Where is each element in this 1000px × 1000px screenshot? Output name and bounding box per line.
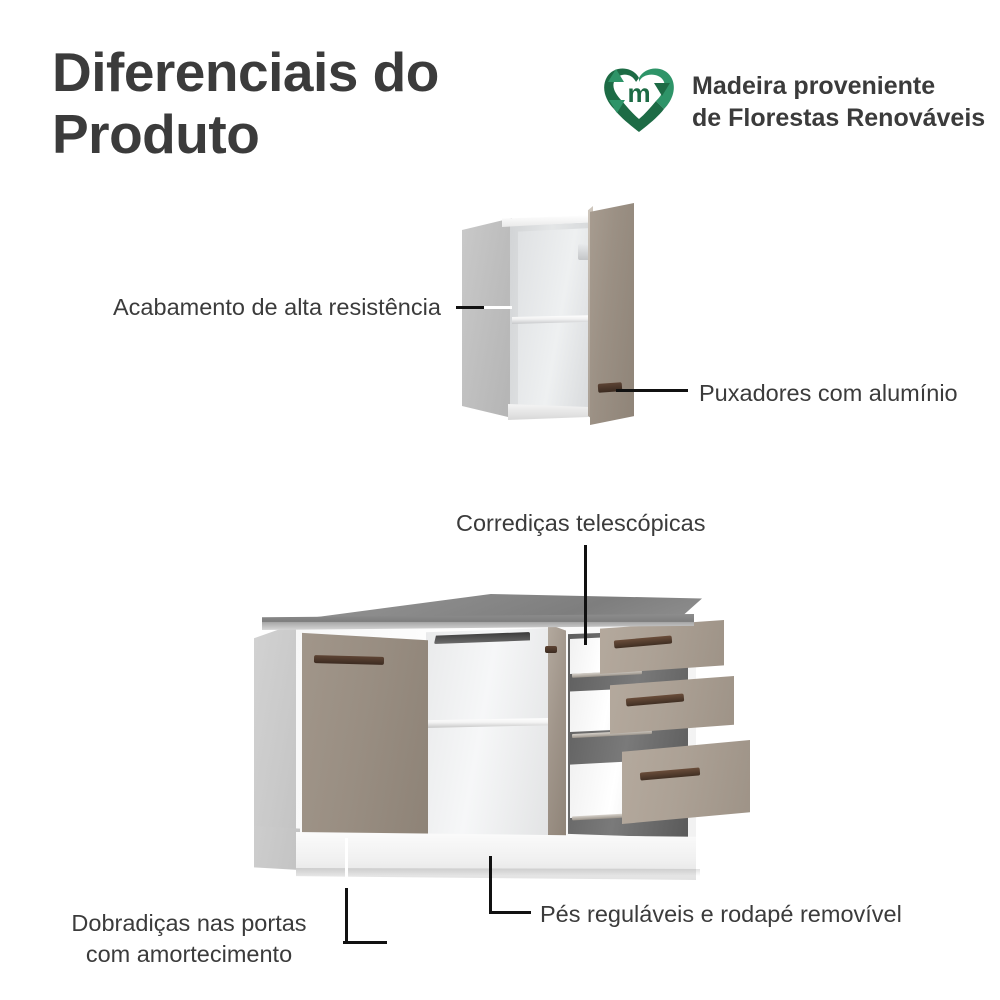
eco-badge-text: Madeira proveniente de Florestas Renováv… [692,71,986,132]
base-cabinet-center-open-door [548,624,566,846]
base-cabinet-plinth-side [254,826,300,870]
svg-text:m: m [627,78,650,108]
leader-line-pes-vertical [489,886,492,914]
leader-line-acabamento [456,306,486,309]
leader-line-dobradicas-horizontal [343,941,387,944]
leader-line-acabamento-overlay [484,306,512,309]
base-cabinet-side-panel [254,622,300,854]
recycle-heart-icon: m [600,62,678,141]
base-cabinet-interior-shelf [424,718,552,728]
drawer-front-3 [622,740,750,824]
base-cabinet-plinth-front [296,832,696,880]
base-cabinet-left-door [302,632,428,872]
callout-corredicas-label: Corrediças telescópicas [456,510,706,536]
leader-line-pes-overlay [489,856,492,888]
base-cabinet-ground-shadow [296,868,700,876]
page-title: Diferenciais do Produto [52,41,439,165]
callout-puxadores-label: Puxadores com alumínio [699,380,958,406]
leader-line-dobradicas-overlay [345,838,348,888]
base-cabinet-center-door-handle [545,646,557,653]
wall-cabinet-hinge-plate [578,244,590,260]
wall-cabinet-shelf [512,315,600,324]
leader-line-pes-horizontal [489,911,531,914]
leader-line-puxadores [616,389,688,392]
base-cabinet-top-rail-dark [434,632,530,644]
wall-cabinet-illustration [462,198,634,438]
wall-cabinet-bottom-panel [508,404,602,420]
leader-line-dobradicas-vertical [345,886,348,944]
callout-dobradicas-label: Dobradiças nas portas com amortecimento [71,910,307,968]
eco-certification-badge: m Madeira proveniente de Florestas Renov… [600,62,985,141]
base-cabinet-interior [426,628,550,838]
base-cabinet-illustration [248,592,750,892]
wall-cabinet-side-panel [462,218,512,418]
callout-acabamento-label: Acabamento de alta resistência [113,294,441,320]
leader-line-corredicas [584,545,587,645]
callout-pes-label: Pés reguláveis e rodapé removível [540,901,902,927]
